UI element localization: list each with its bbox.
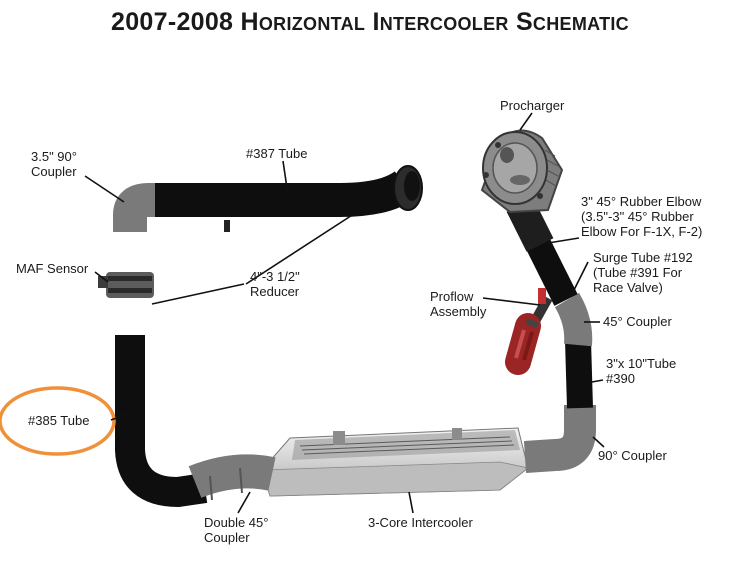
diagram-title: 2007-2008 Horizontal Intercooler Schemat…: [111, 8, 629, 36]
label-procharger: Procharger: [500, 98, 565, 113]
tube-390-shape: [565, 339, 593, 409]
label-tube-387: #387 Tube: [246, 146, 308, 161]
label-maf-sensor: MAF Sensor: [16, 261, 89, 276]
label-coupler-90-top: 3.5" 90° Coupler: [31, 149, 77, 179]
tube-387-shape: [155, 170, 416, 217]
intercooler-body: [261, 427, 529, 497]
label-reducer: 4"-3 1/2" Reducer: [250, 269, 300, 299]
label-surge-tube: Surge Tube #192 (Tube #391 For Race Valv…: [593, 250, 693, 295]
proflow-valve-shape: [505, 288, 553, 375]
label-double-45: Double 45° Coupler: [204, 515, 269, 545]
label-proflow: Proflow Assembly: [430, 289, 487, 319]
leader-lines: [84, 112, 605, 514]
label-tube-390: 3"x 10"Tube #390: [606, 356, 677, 386]
highlight-circle: [0, 386, 116, 456]
tube-385-shape: [115, 335, 208, 508]
procharger-shape: [480, 129, 564, 214]
surge-tube-shape: [524, 234, 578, 306]
label-intercooler: 3-Core Intercooler: [368, 515, 473, 530]
label-tube-385: #385 Tube: [28, 413, 90, 428]
top-90-coupler-shape: [113, 183, 160, 232]
right-90-coupler-shape: [523, 405, 596, 473]
label-coupler-45: 45° Coupler: [603, 314, 672, 329]
double-45-coupler-shape: [188, 454, 276, 498]
label-coupler-90-bottom: 90° Coupler: [598, 448, 667, 463]
label-rubber-elbow: 3" 45° Rubber Elbow (3.5"-3" 45° Rubber …: [581, 194, 703, 239]
